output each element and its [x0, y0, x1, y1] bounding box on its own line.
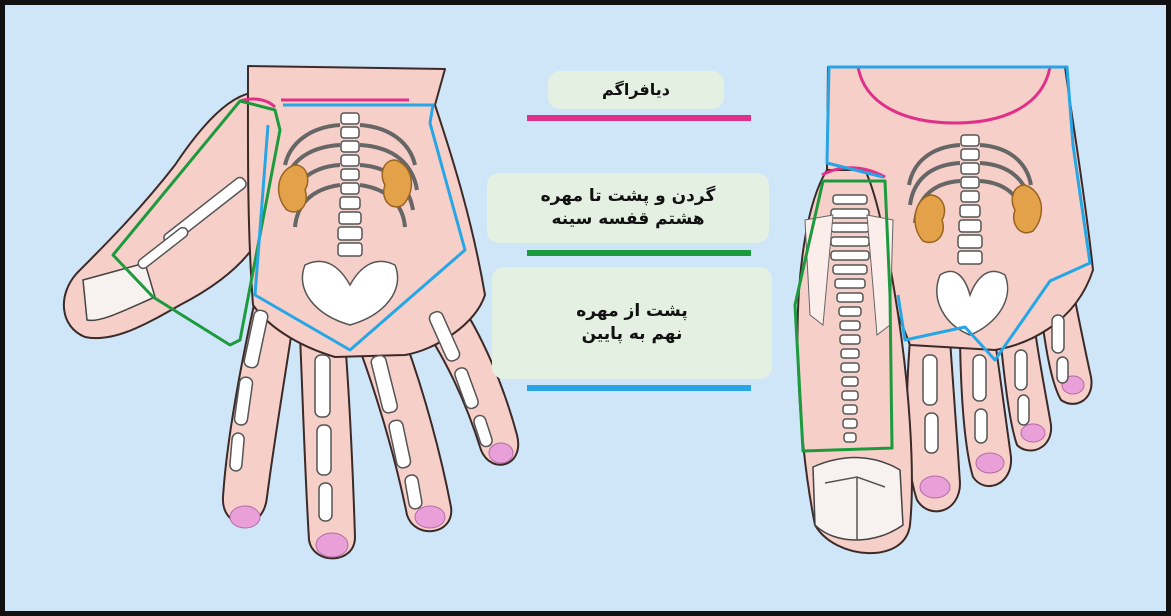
legend-text: دیافراگم — [602, 79, 670, 101]
hand-illustration — [64, 66, 518, 558]
legend-swatch-lower-back — [527, 385, 751, 391]
legend-label-neck-back: گردن و پشت تا مهره هشتم قفسه سینه — [487, 173, 769, 243]
legend-text: نهم به پایین — [576, 323, 688, 346]
legend-text: هشتم قفسه سینه — [541, 208, 716, 231]
hand-kidney-left — [279, 165, 308, 212]
legend-label-diaphragm: دیافراگم — [548, 71, 724, 109]
legend-text: گردن و پشت تا مهره — [541, 185, 716, 208]
hand-kidney-right — [382, 160, 411, 207]
legend-swatch-neck-back — [527, 250, 751, 256]
legend-label-lower-back: پشت از مهره نهم به پایین — [492, 267, 772, 379]
legend-swatch-diaphragm — [527, 115, 751, 121]
legend-text: پشت از مهره — [576, 300, 688, 323]
foot-illustration — [795, 67, 1093, 553]
foot-big-toe-nail — [813, 458, 903, 540]
foot-kidney-left — [915, 195, 945, 242]
